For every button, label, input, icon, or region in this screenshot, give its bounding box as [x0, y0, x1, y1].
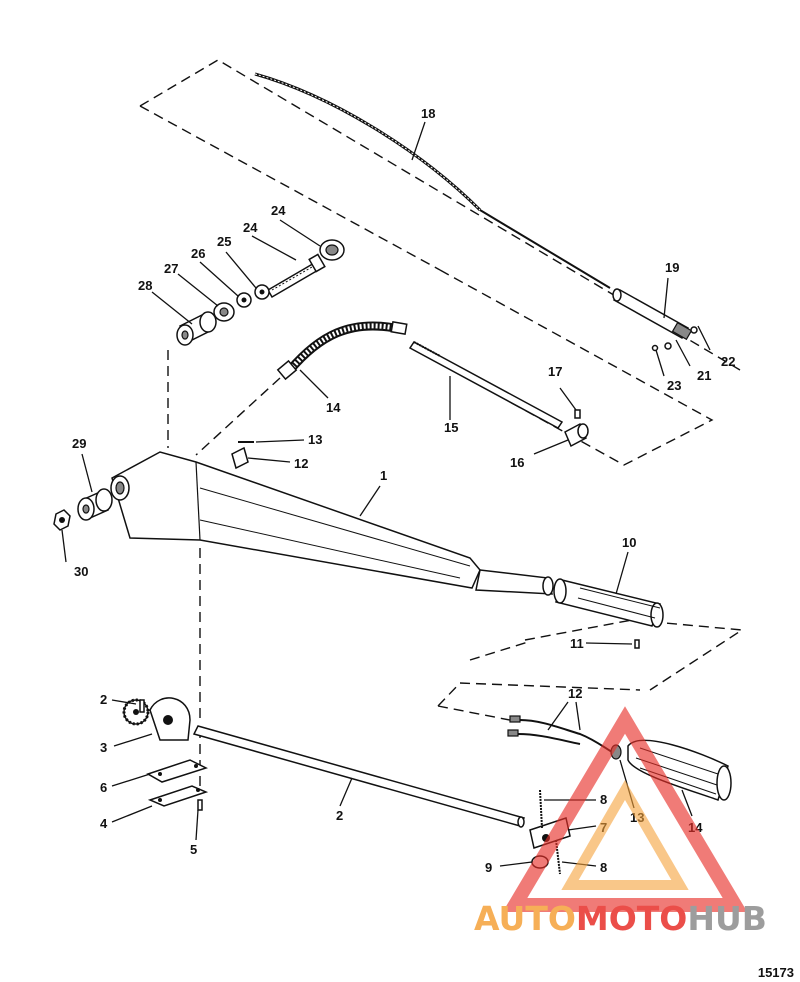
dashed-group-wires: [437, 682, 641, 723]
part-6-screw: [197, 799, 203, 811]
part-11-screw: [634, 639, 640, 649]
watermark-part-hub: HUB: [687, 899, 767, 938]
dashed-group-cable: [139, 59, 741, 466]
part-31-nut: [53, 509, 71, 531]
part-28-washer: [236, 292, 252, 308]
callout-24: 22: [721, 354, 735, 369]
part-29-spacer: [213, 302, 235, 322]
part-8-bolt-upper: [539, 789, 543, 829]
part-2-shaft: [192, 725, 526, 828]
callout-18: 15: [444, 420, 458, 435]
callout-16: 13: [308, 432, 322, 447]
callout-21: 18: [421, 106, 435, 121]
callout-28: 26: [191, 246, 205, 261]
part-30-bushing-upper: [176, 311, 217, 346]
leader-lines: [61, 121, 711, 867]
callout-15: 12: [294, 456, 308, 471]
part-1-tiller-arm: [110, 451, 554, 596]
callout-25: 24: [243, 220, 258, 235]
callout-4: 4: [100, 816, 108, 831]
callout-27: 25: [217, 234, 231, 249]
part-27-washer: [254, 284, 270, 300]
callout-20: 17: [548, 364, 562, 379]
callout-22: 19: [665, 260, 679, 275]
callout-1: 1: [380, 468, 387, 483]
callout-11: 11: [570, 636, 584, 651]
part-21-cable: [254, 72, 611, 289]
callout-12: 12: [568, 686, 582, 701]
part-17-conduit: [276, 320, 408, 381]
part-12-wires: [507, 715, 613, 753]
watermark-triangle-inner: [561, 780, 689, 890]
callout-10: 10: [622, 535, 636, 550]
callout-31: 30: [74, 564, 88, 579]
callout-labels: 18 19 22 21 23 24 24 25 26 27 28 29 30 1…: [72, 106, 735, 875]
dashed-group-grip-sleeve: [469, 619, 745, 691]
part-20-setscrew: [574, 409, 581, 419]
callout-2-shaft: 2: [336, 808, 343, 823]
callout-29: 27: [164, 261, 178, 276]
callout-5: 6: [100, 780, 107, 795]
callout-2: 2: [100, 692, 107, 707]
part-19-collar: [564, 422, 589, 448]
callout-8-second: 8: [600, 860, 607, 875]
callout-17: 14: [326, 400, 341, 415]
callout-9: 9: [485, 860, 492, 875]
callout-24-second: 23: [667, 378, 681, 393]
part-18-rod: [408, 341, 564, 429]
watermark-text: AUTOMOTOHUB: [474, 899, 767, 938]
callout-6: 5: [190, 842, 197, 857]
watermark-part-auto: AUTO: [474, 899, 576, 938]
part-25-bolt: [266, 253, 326, 299]
callout-3: 3: [100, 740, 107, 755]
callout-30: 28: [138, 278, 152, 293]
callout-19: 16: [510, 455, 524, 470]
part-30-bushing-lower: [77, 488, 113, 521]
callout-23: 21: [697, 368, 711, 383]
callout-26: 24: [271, 203, 286, 218]
part-10-grip-sleeve: [553, 578, 664, 628]
watermark-triangle-outer: [502, 706, 748, 912]
part-4-plate: [147, 785, 209, 807]
part-15-clip: [231, 446, 249, 470]
dashed-leader-lines: [167, 350, 281, 790]
watermark-part-moto: MOTO: [576, 899, 687, 938]
part-26-grommet: [319, 239, 345, 261]
part-22-tube: [612, 288, 698, 352]
callout-30-second: 29: [72, 436, 86, 451]
document-number: 15173: [757, 965, 794, 980]
callout-8: 8: [600, 792, 607, 807]
part-8-bolt-lower: [555, 839, 561, 875]
part-3-cam: [139, 697, 191, 741]
watermark-logo: AUTOMOTOHUB: [474, 706, 767, 938]
part-5-plate: [146, 759, 208, 783]
